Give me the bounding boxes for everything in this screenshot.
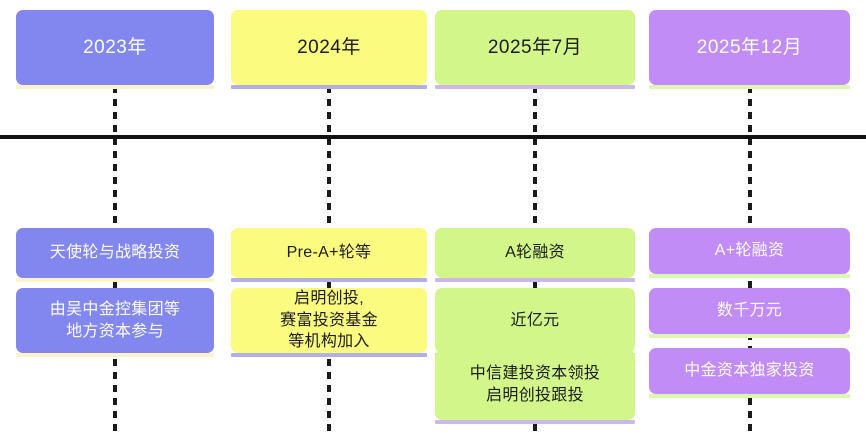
card-label: 中金资本独家投资 <box>684 362 815 380</box>
card-shadow <box>231 353 427 357</box>
card-col-2024-1[interactable]: Pre-A+轮等 <box>231 228 427 278</box>
year-header-shadow <box>649 85 850 89</box>
year-header-col-2025-07[interactable]: 2025年7月 <box>435 10 635 85</box>
card-col-2025-12-1[interactable]: A+轮融资 <box>649 228 850 274</box>
year-header-label: 2023年 <box>83 36 147 58</box>
card-shadow <box>16 353 214 357</box>
card-shadow <box>649 334 850 338</box>
card-label: A+轮融资 <box>714 242 785 260</box>
card-label: 中信建投资本领投启明创投跟投 <box>469 365 601 404</box>
card-col-2025-12-3[interactable]: 中金资本独家投资 <box>649 348 850 394</box>
card-label: 由吴中金控集团等地方资本参与 <box>49 300 181 340</box>
year-header-label: 2024年 <box>297 36 361 58</box>
card-col-2025-12-2[interactable]: 数千万元 <box>649 288 850 334</box>
year-header-col-2023[interactable]: 2023年 <box>16 10 214 85</box>
card-label: 数千万元 <box>716 302 783 320</box>
card-shadow <box>649 274 850 278</box>
card-label: A轮融资 <box>505 244 565 262</box>
card-label: 近亿元 <box>510 311 560 329</box>
year-header-col-2024[interactable]: 2024年 <box>231 10 427 85</box>
timeline-axis <box>0 135 866 139</box>
card-label: Pre-A+轮等 <box>286 244 372 262</box>
card-col-2025-07-1[interactable]: A轮融资 <box>435 228 635 278</box>
card-shadow <box>231 278 427 282</box>
card-shadow <box>435 420 635 424</box>
year-header-col-2025-12[interactable]: 2025年12月 <box>649 10 850 85</box>
card-col-2023-2[interactable]: 由吴中金控集团等地方资本参与 <box>16 288 214 353</box>
year-header-label: 2025年12月 <box>696 36 803 58</box>
year-header-shadow <box>231 85 427 89</box>
card-shadow <box>649 394 850 398</box>
year-header-shadow <box>16 85 214 89</box>
card-col-2024-2[interactable]: 启明创投,赛富投资基金等机构加入 <box>231 288 427 353</box>
year-header-shadow <box>435 85 635 89</box>
year-header-label: 2025年7月 <box>487 36 583 58</box>
card-label: 天使轮与战略投资 <box>49 244 181 262</box>
card-col-2023-1[interactable]: 天使轮与战略投资 <box>16 228 214 278</box>
card-shadow <box>435 278 635 282</box>
card-label: 启明创投,赛富投资基金等机构加入 <box>280 290 378 351</box>
card-shadow <box>16 278 214 282</box>
card-col-2025-07-2[interactable]: 近亿元 <box>435 288 635 353</box>
card-col-2025-07-3[interactable]: 中信建投资本领投启明创投跟投 <box>435 350 635 420</box>
